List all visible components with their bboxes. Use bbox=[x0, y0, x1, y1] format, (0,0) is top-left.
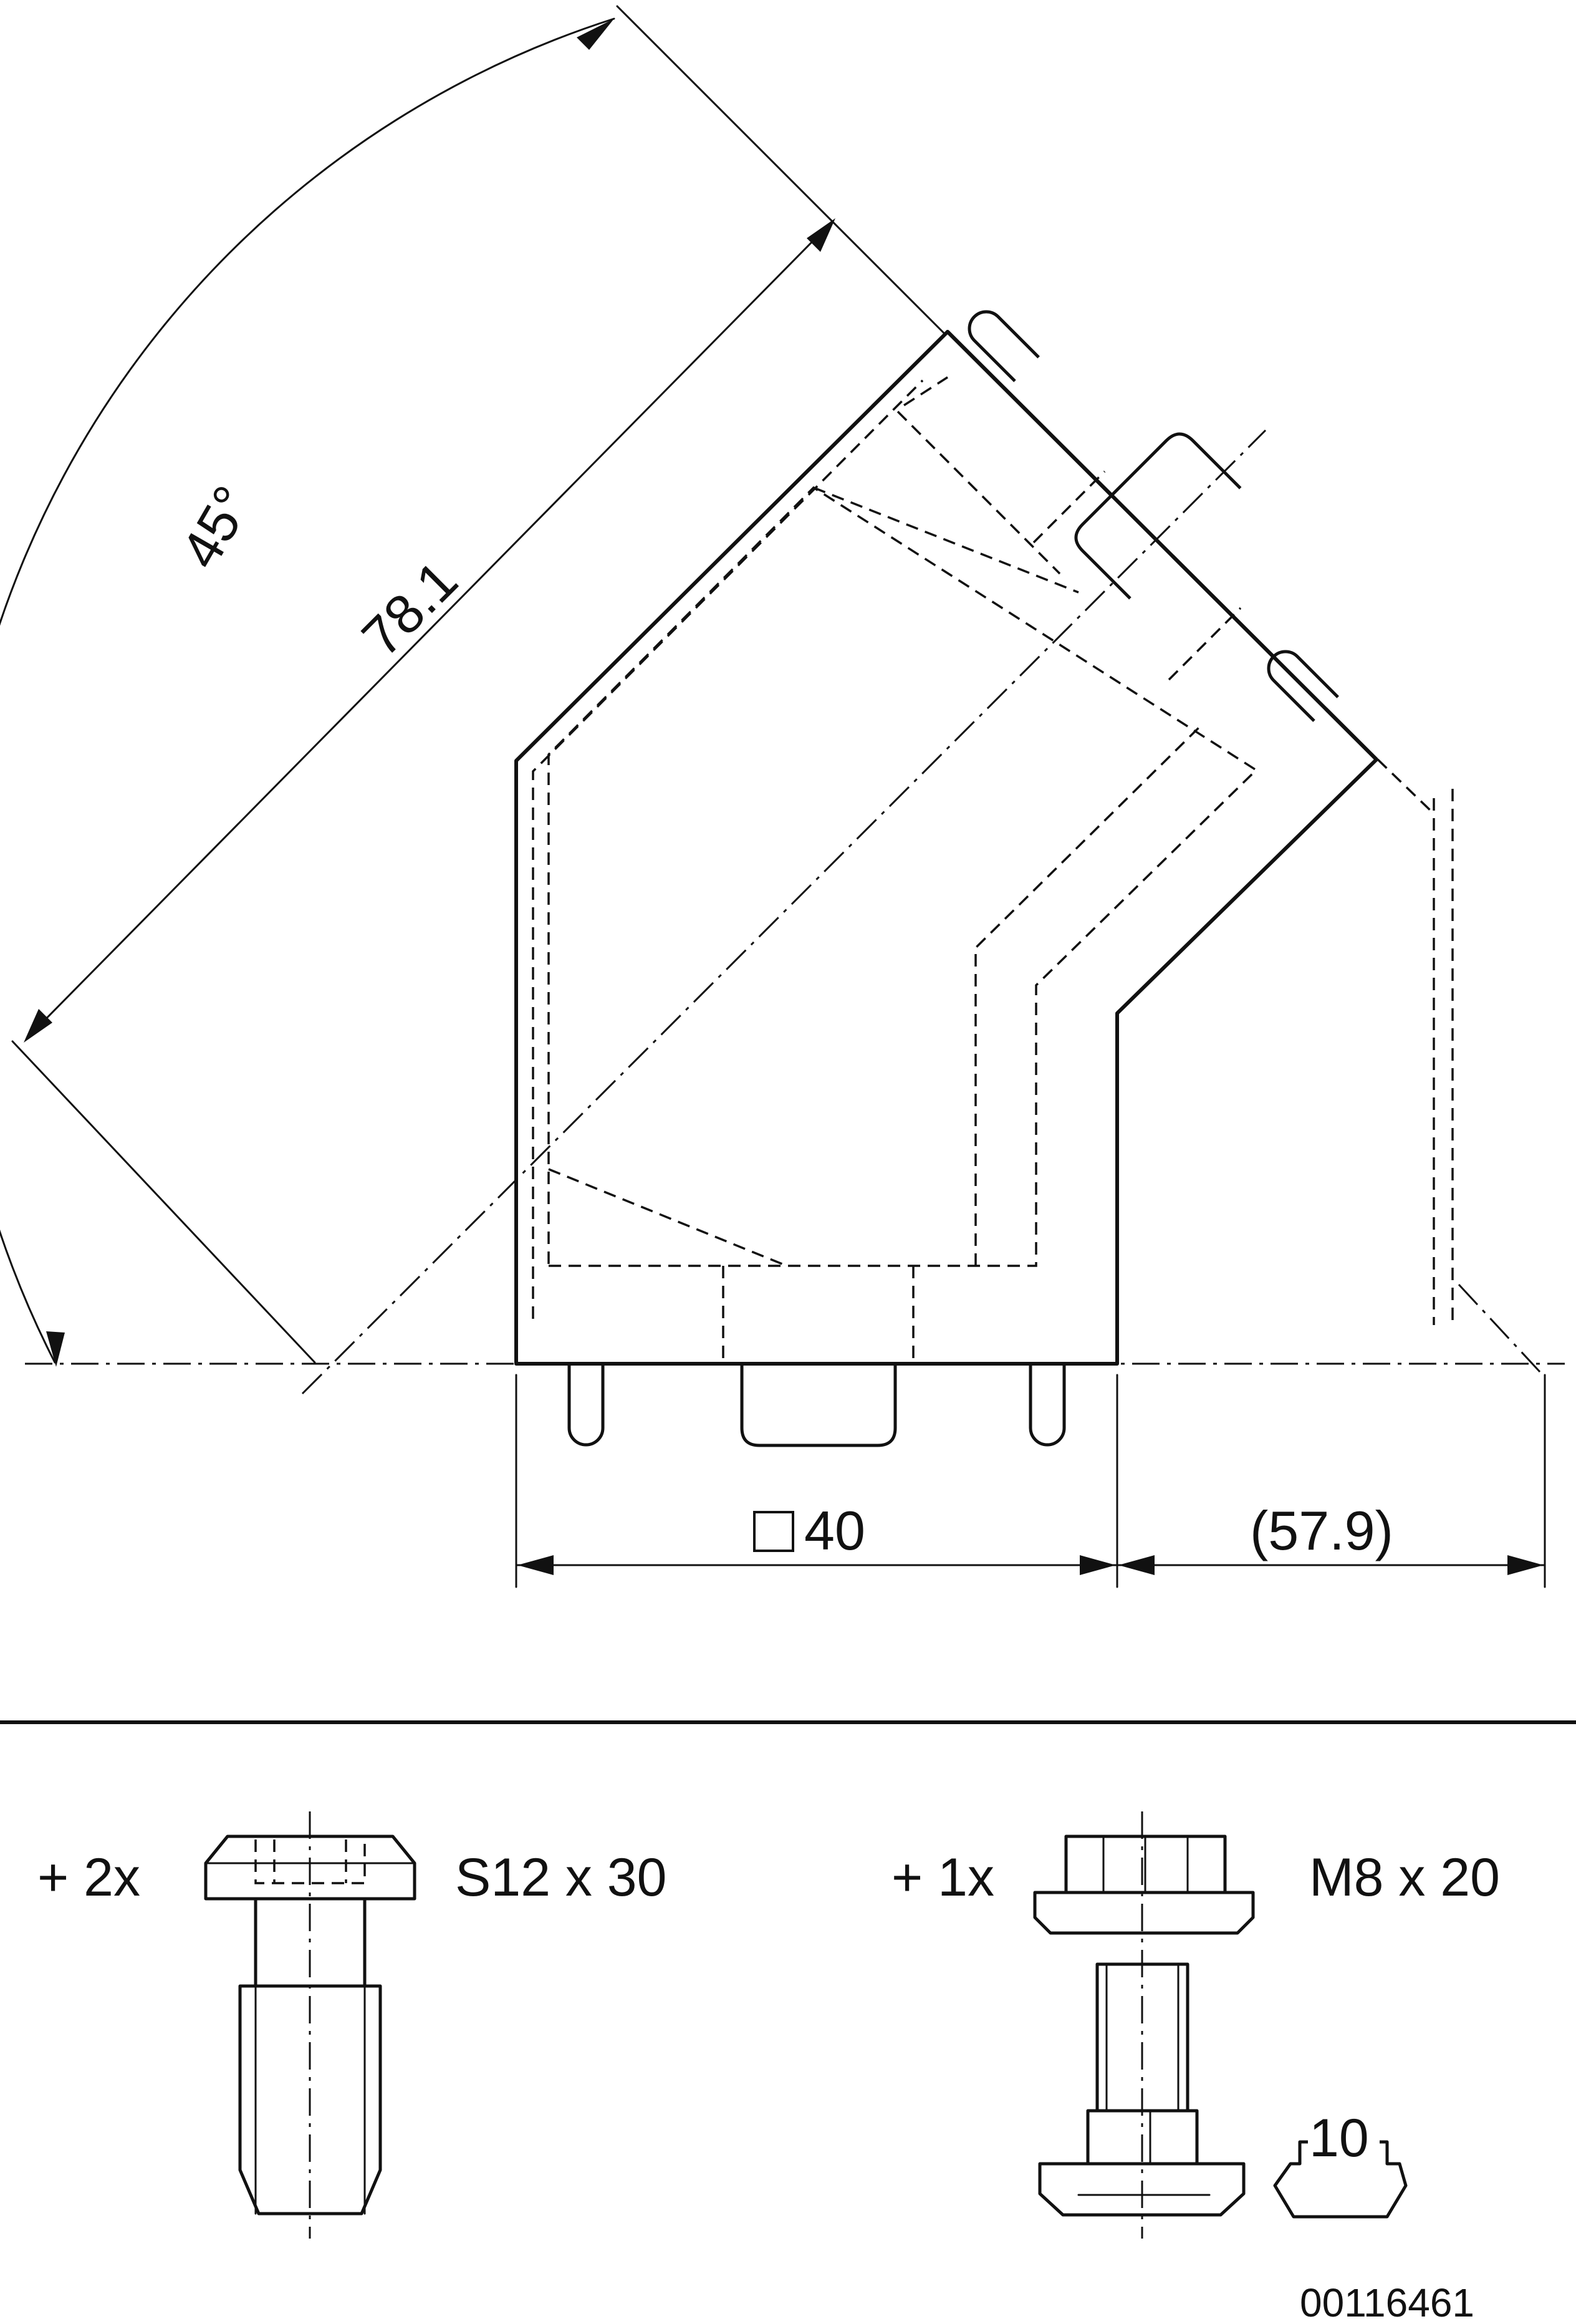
t-slot-bolt-icon bbox=[1038, 1811, 1246, 2239]
diagonal-arrow-low bbox=[24, 1009, 52, 1043]
diagonal-arrow-high bbox=[807, 218, 835, 252]
width-value-label: 40 bbox=[804, 1500, 865, 1561]
hidden-cone-upper-2 bbox=[903, 376, 948, 407]
screw-s12-icon bbox=[204, 1811, 416, 2239]
hidden-cavity-outline bbox=[547, 486, 1258, 1267]
part-number-label: 00116461 bbox=[1300, 2280, 1474, 2324]
angle-dimension-arc bbox=[0, 17, 615, 1364]
bottom-pin-left bbox=[567, 1366, 605, 1447]
accessory-right: + 1x M8 x 20 10 bbox=[891, 1811, 1500, 2239]
angle-arrow-bottom bbox=[46, 1331, 65, 1367]
accessory-left: + 2x S12 x 30 bbox=[37, 1811, 666, 2239]
hidden-cavity-step bbox=[974, 725, 1201, 1266]
reference-arrow-right bbox=[1507, 1555, 1544, 1575]
flange-nut-icon bbox=[1033, 1835, 1255, 1935]
phantom-profile-line-1 bbox=[1377, 758, 1435, 815]
hidden-cone-upper bbox=[813, 486, 1079, 594]
slot-profile-icon: 10 bbox=[1273, 2108, 1408, 2219]
accessory-left-spec: S12 x 30 bbox=[455, 1848, 666, 1907]
extension-line-bottom bbox=[11, 1040, 316, 1364]
hidden-bore-d bbox=[1168, 607, 1242, 681]
accessory-right-spec: M8 x 20 bbox=[1309, 1848, 1500, 1907]
bottom-boss bbox=[740, 1366, 897, 1447]
hidden-bore-c bbox=[1032, 470, 1106, 544]
angle-value-label: 45° bbox=[169, 476, 264, 579]
accessory-right-quantity: + 1x bbox=[891, 1848, 994, 1907]
hidden-cone-lower bbox=[548, 1168, 787, 1267]
extension-line-top bbox=[616, 5, 946, 335]
width-arrow-left bbox=[517, 1555, 554, 1575]
angle-arrow-top bbox=[577, 19, 614, 50]
bottom-pin-right bbox=[1029, 1366, 1066, 1447]
angled-boss bbox=[1074, 432, 1242, 600]
diagonal-length-label: 78.1 bbox=[350, 549, 469, 668]
diagonal-dimension-line bbox=[29, 223, 830, 1036]
width-arrow-right bbox=[1080, 1555, 1116, 1575]
phantom-profile-line-4 bbox=[1458, 1283, 1541, 1373]
angled-pin-upper bbox=[968, 310, 1040, 382]
hidden-bore-e bbox=[896, 410, 1061, 575]
diagonal-center-line bbox=[301, 429, 1267, 1395]
square-symbol bbox=[753, 1511, 794, 1552]
accessory-left-quantity: + 2x bbox=[37, 1848, 140, 1907]
angle-element-view: 40 (57.9) 78.1 45° bbox=[0, 5, 1565, 1588]
reference-value-label: (57.9) bbox=[1250, 1500, 1393, 1561]
hidden-inner-contour bbox=[532, 379, 924, 1319]
slot-width-label: 10 bbox=[1309, 2108, 1369, 2168]
reference-arrow-left bbox=[1118, 1555, 1155, 1575]
